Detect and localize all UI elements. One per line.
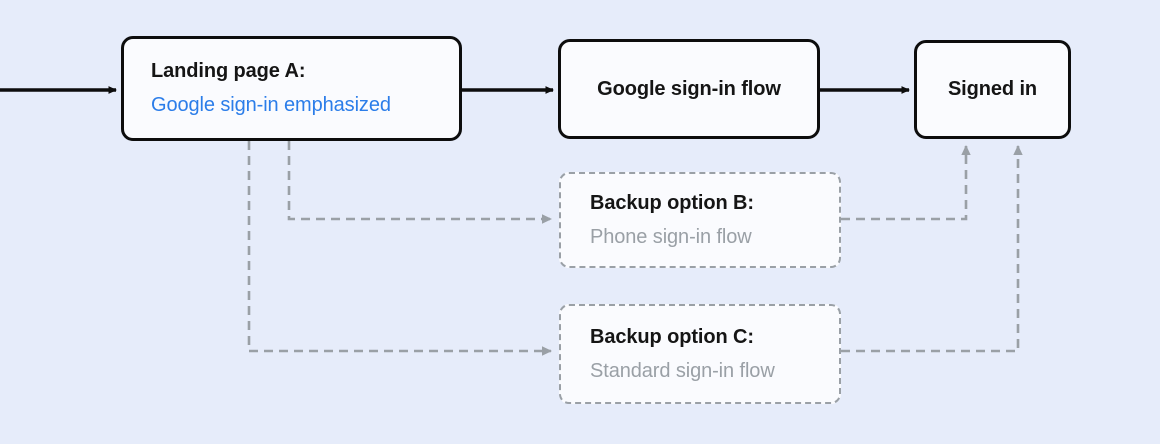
node-backup-option-b-title: Backup option B: [590, 191, 754, 214]
edge-backup-c-to-signed [841, 145, 1023, 353]
node-backup-option-b[interactable]: Backup option B: Phone sign-in flow [559, 172, 841, 268]
node-backup-option-b-subtitle: Phone sign-in flow [590, 225, 752, 248]
node-google-sign-in-flow-title: Google sign-in flow [597, 77, 781, 100]
node-signed-in[interactable]: Signed in [914, 40, 1071, 139]
edge-landing-to-backup-c [247, 141, 552, 356]
node-backup-option-c-title: Backup option C: [590, 325, 754, 348]
edge-landing-to-backup-b [287, 141, 552, 224]
node-landing-page-a-subtitle: Google sign-in emphasized [151, 94, 391, 116]
node-landing-page-a-title: Landing page A: [151, 60, 306, 82]
node-backup-option-c[interactable]: Backup option C: Standard sign-in flow [559, 304, 841, 404]
node-backup-option-c-subtitle: Standard sign-in flow [590, 359, 775, 382]
edge-backup-b-to-signed [841, 145, 971, 221]
node-signed-in-title: Signed in [947, 78, 1038, 100]
node-google-sign-in-flow[interactable]: Google sign-in flow [558, 39, 820, 139]
node-landing-page-a[interactable]: Landing page A: Google sign-in emphasize… [121, 36, 462, 141]
